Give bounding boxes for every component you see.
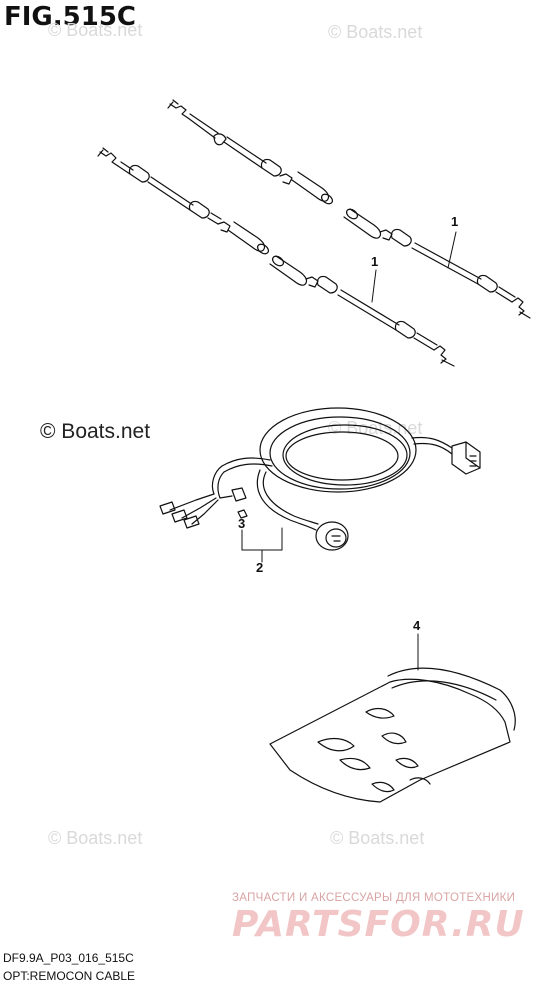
diagram-caption: OPT:REMOCON CABLE <box>3 969 136 983</box>
watermark-mid-left: © Boats.net <box>40 420 151 443</box>
callout-2: 2 <box>256 560 264 575</box>
watermark-top-right: © Boats.net <box>328 22 423 42</box>
watermark-bottom-left: © Boats.net <box>48 828 143 848</box>
diagram-code: DF9.9A_P03_016_515C <box>3 951 134 965</box>
watermark-top-left: © Boats.net <box>48 20 143 40</box>
parts-bag <box>269 667 516 803</box>
brand-logo: PARTSFOR.RU <box>232 904 525 945</box>
callout-3: 3 <box>238 516 246 531</box>
remote-cable-right-upper <box>343 208 531 319</box>
brand-subtitle: ЗАПЧАСТИ И АКСЕССУАРЫ ДЛЯ МОТОТЕХНИКИ <box>232 892 516 904</box>
remote-cable-right-lower <box>269 255 455 367</box>
watermark-bottom-right: © Boats.net <box>330 828 425 848</box>
callout-4: 4 <box>413 618 421 633</box>
figure-title: FIG.515C <box>4 2 137 32</box>
remote-cable-upper-left <box>97 99 334 255</box>
callout-1-upper: 1 <box>451 214 459 229</box>
callout-1-lower: 1 <box>371 254 379 269</box>
wiring-harness <box>159 407 481 551</box>
